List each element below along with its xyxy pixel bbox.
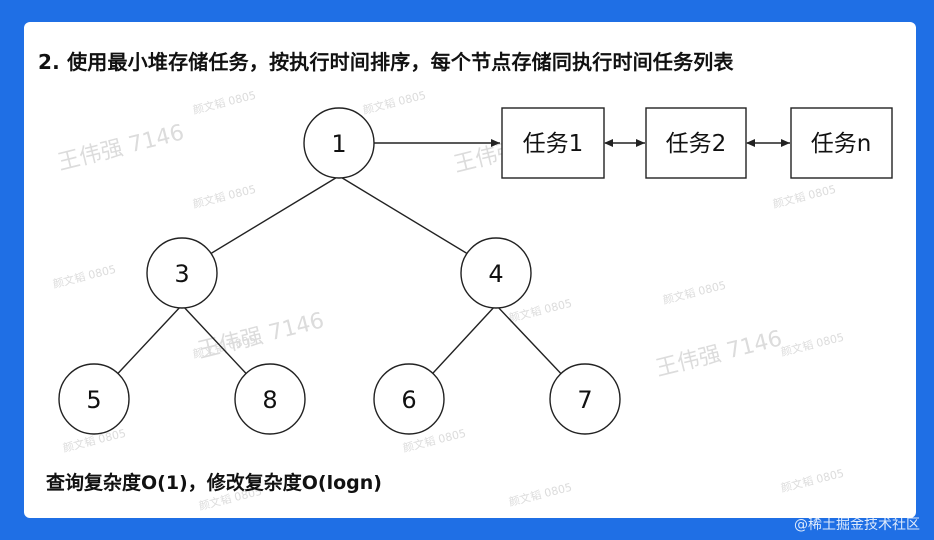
complexity-note: 查询复杂度O(1)，修改复杂度O(logn) [46, 472, 382, 494]
node-label: 7 [577, 386, 592, 414]
heap-node: 1 [303, 107, 375, 179]
node-label: 3 [174, 260, 189, 288]
heap-nodes: 1 3 4 5 8 6 7 [58, 107, 621, 435]
watermark-name: 王伟强 7146 [55, 120, 186, 175]
task-label: 任务1 [523, 131, 584, 157]
heap-node: 7 [549, 363, 621, 435]
heap-node: 8 [234, 363, 306, 435]
node-label: 1 [331, 130, 346, 158]
heap-node: 6 [373, 363, 445, 435]
watermark-id: 颜文韬 0805 [51, 262, 117, 291]
watermark-id: 颜文韬 0805 [191, 88, 257, 117]
watermark-id: 颜文韬 0805 [661, 278, 727, 307]
heap-node: 4 [460, 237, 532, 309]
diagram-title: 2. 使用最小堆存储任务，按执行时间排序，每个节点存储同执行时间任务列表 [38, 50, 734, 74]
node-label: 8 [262, 386, 277, 414]
task-list: 任务1 任务2 任务n [501, 107, 893, 179]
node-label: 6 [401, 386, 416, 414]
task-label: 任务n [811, 131, 872, 157]
watermark-id: 颜文韬 0805 [361, 88, 427, 117]
watermark-id: 颜文韬 0805 [779, 466, 845, 495]
source-credit: @稀土掘金技术社区 [794, 517, 920, 533]
watermark-id: 颜文韬 0805 [507, 480, 573, 509]
watermark-id: 颜文韬 0805 [771, 182, 837, 211]
task-box: 任务2 [645, 107, 747, 179]
watermark-name: 王伟强 7146 [653, 326, 784, 381]
node-label: 5 [86, 386, 101, 414]
task-box: 任务n [790, 107, 893, 179]
task-label: 任务2 [666, 131, 727, 157]
heap-node: 3 [146, 237, 218, 309]
heap-diagram: 王伟强 7146 颜文韬 0805 颜文韬 0805 颜文韬 0805 王伟强 … [51, 88, 893, 513]
watermark-id: 颜文韬 0805 [191, 182, 257, 211]
watermark-id: 颜文韬 0805 [779, 330, 845, 359]
node-label: 4 [488, 260, 503, 288]
diagram-card: 王伟强 7146 颜文韬 0805 颜文韬 0805 颜文韬 0805 王伟强 … [24, 22, 916, 518]
heap-node: 5 [58, 363, 130, 435]
task-box: 任务1 [501, 107, 605, 179]
